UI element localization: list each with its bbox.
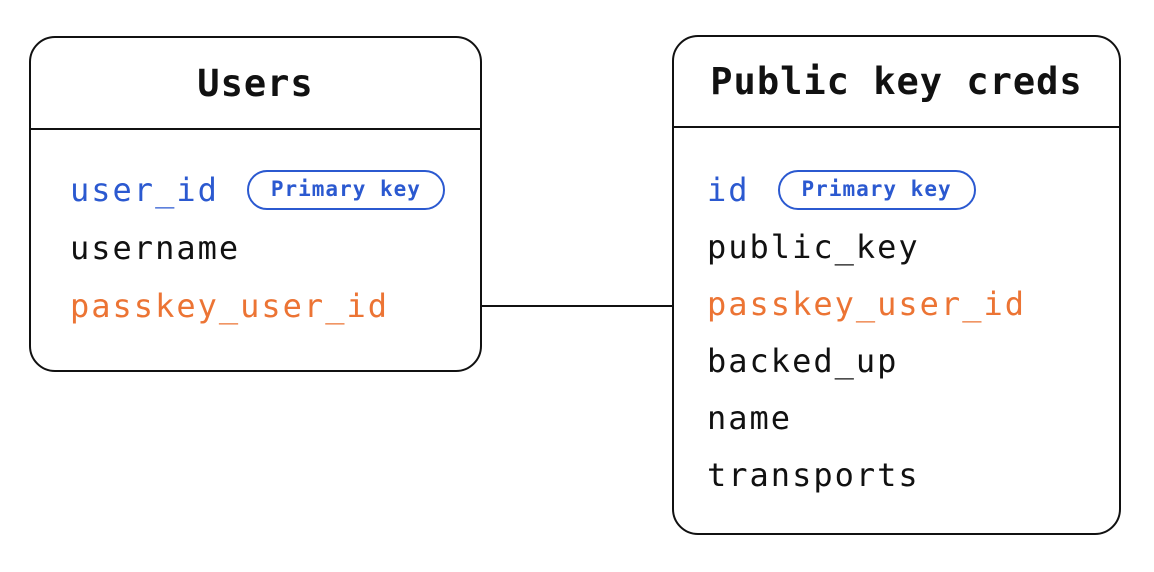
field-row-id: id Primary key — [707, 161, 1109, 218]
table-users-body: user_id Primary key username passkey_use… — [31, 130, 480, 335]
field-name-public-key: public_key — [707, 227, 920, 266]
field-row-public-key: public_key — [707, 218, 1109, 275]
field-name-transports: transports — [707, 455, 920, 494]
table-public-key-creds-body: id Primary key public_key passkey_user_i… — [674, 128, 1119, 503]
field-row-transports: transports — [707, 446, 1109, 503]
field-name-id: id — [707, 170, 750, 209]
table-public-key-creds-header: Public key creds — [674, 37, 1119, 128]
field-name-name: name — [707, 398, 793, 437]
field-row-passkey-user-id: passkey_user_id — [707, 275, 1109, 332]
table-users: Users user_id Primary key username passk… — [29, 36, 482, 372]
field-row-username: username — [70, 219, 470, 277]
field-name-backed-up: backed_up — [707, 341, 899, 380]
field-row-name: name — [707, 389, 1109, 446]
field-name-passkey-user-id: passkey_user_id — [707, 284, 1026, 323]
table-users-header: Users — [31, 38, 480, 130]
field-name-passkey-user-id: passkey_user_id — [70, 287, 389, 325]
primary-key-badge: Primary key — [777, 169, 976, 210]
field-row-backed-up: backed_up — [707, 332, 1109, 389]
table-public-key-creds-title: Public key creds — [710, 60, 1083, 103]
field-name-user-id: user_id — [70, 171, 219, 209]
field-row-passkey-user-id: passkey_user_id — [70, 277, 470, 335]
relationship-line — [482, 305, 672, 307]
primary-key-badge: Primary key — [246, 170, 445, 210]
table-users-title: Users — [197, 61, 314, 105]
table-public-key-creds: Public key creds id Primary key public_k… — [672, 35, 1121, 535]
field-name-username: username — [70, 229, 241, 267]
field-row-user-id: user_id Primary key — [70, 161, 470, 219]
